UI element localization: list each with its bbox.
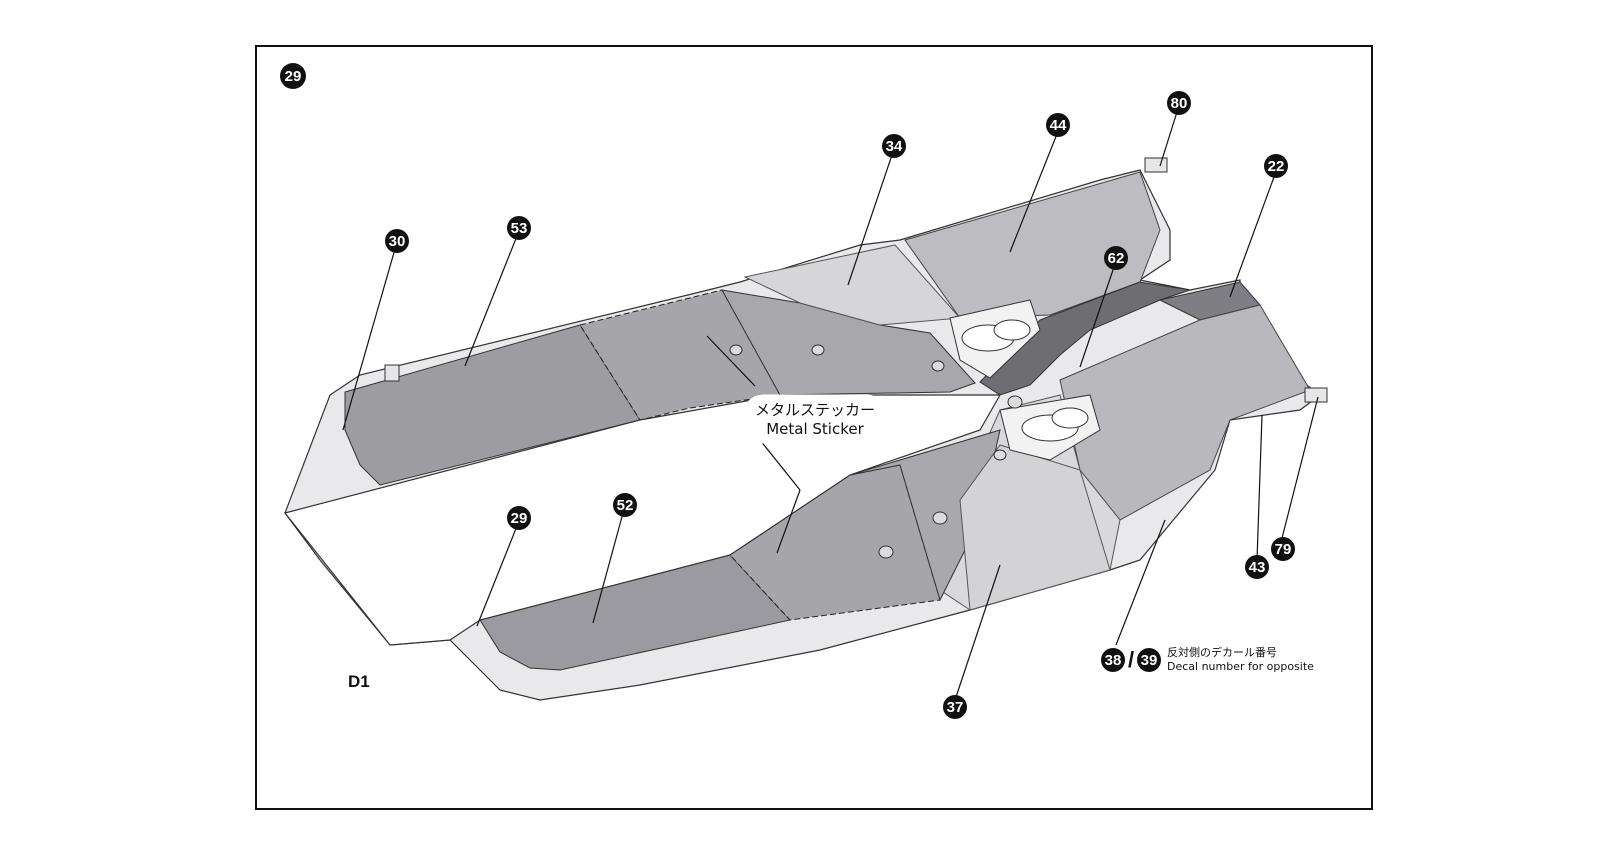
- svg-text:29: 29: [511, 510, 528, 527]
- svg-text:/: /: [1128, 647, 1134, 672]
- svg-text:52: 52: [617, 497, 634, 514]
- center-plank: [283, 394, 1002, 646]
- metal-sticker-jp: メタルステッカー: [755, 401, 875, 419]
- panel-34: [743, 244, 962, 326]
- panel-62: [979, 281, 1191, 396]
- svg-text:37: 37: [947, 699, 964, 716]
- panel-37: [959, 444, 1111, 611]
- svg-text:62: 62: [1108, 250, 1125, 267]
- decal-badge-34: 34: [882, 134, 906, 158]
- decal-badge-37: 37: [943, 695, 967, 719]
- svg-text:39: 39: [1141, 652, 1158, 669]
- svg-text:53: 53: [511, 220, 528, 237]
- metal-sticker-en: Metal Sticker: [766, 420, 864, 438]
- opposite-decal-legend: 38 / 39 反対側のデカール番号 Decal number for oppo…: [1101, 645, 1314, 673]
- left-exhaust-duct: [949, 299, 1041, 379]
- tab-80: [1144, 157, 1168, 173]
- right-exhaust-duct: [999, 394, 1101, 461]
- legend-jp: 反対側のデカール番号: [1167, 645, 1277, 659]
- panel-right-front: [849, 429, 1001, 602]
- tab-79: [1304, 387, 1328, 403]
- decal-badge-52: 52: [613, 493, 637, 517]
- svg-text:29: 29: [285, 68, 302, 85]
- mounting-bosses: [729, 344, 1023, 559]
- part-code: D1: [348, 672, 370, 691]
- decal-badge-22: 22: [1264, 154, 1288, 178]
- decal-badge-80: 80: [1167, 91, 1191, 115]
- svg-text:22: 22: [1268, 158, 1285, 175]
- decal-badge-29: 29: [507, 506, 531, 530]
- legend-en: Decal number for opposite: [1167, 660, 1314, 673]
- decal-badge-44: 44: [1046, 113, 1070, 137]
- panel-sticker-left: [579, 289, 781, 421]
- svg-text:79: 79: [1275, 541, 1292, 558]
- svg-text:44: 44: [1050, 117, 1067, 134]
- decal-badge-43: 43: [1245, 555, 1269, 579]
- svg-text:34: 34: [886, 138, 903, 155]
- tab-left: [384, 364, 400, 382]
- decal-badge-62: 62: [1104, 246, 1128, 270]
- decal-badge-79: 79: [1271, 537, 1295, 561]
- svg-text:43: 43: [1249, 559, 1266, 576]
- svg-text:30: 30: [389, 233, 406, 250]
- metal-sticker-callout: メタルステッカー Metal Sticker: [741, 394, 889, 444]
- svg-text:38: 38: [1105, 652, 1122, 669]
- decal-badge-53: 53: [507, 216, 531, 240]
- svg-text:80: 80: [1171, 95, 1188, 112]
- step-badge: 29: [280, 63, 306, 89]
- decal-badge-30: 30: [385, 229, 409, 253]
- leader-lines: [342, 111, 1319, 701]
